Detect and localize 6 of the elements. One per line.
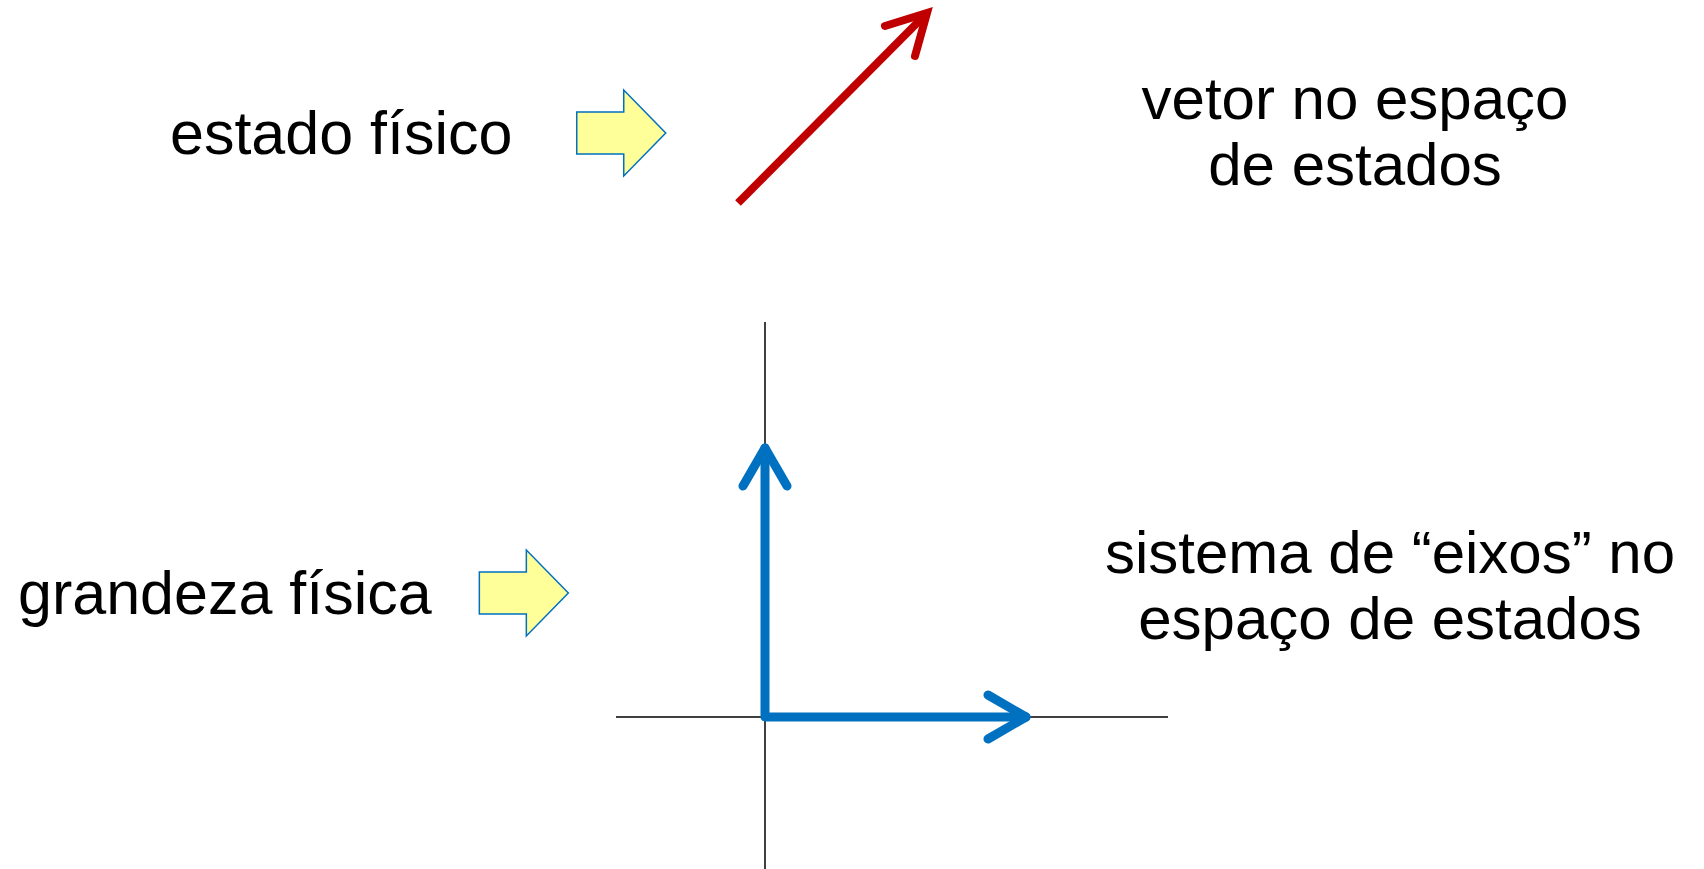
block-arrow — [478, 548, 570, 638]
block-arrow — [576, 88, 667, 178]
caption-text: vetor no espaço de estados — [1140, 66, 1570, 198]
term-text: estado físico — [170, 100, 513, 166]
caption-text: sistema de “eixos” no espaço de estados — [1103, 520, 1677, 652]
term-text: grandeza física — [18, 560, 432, 626]
